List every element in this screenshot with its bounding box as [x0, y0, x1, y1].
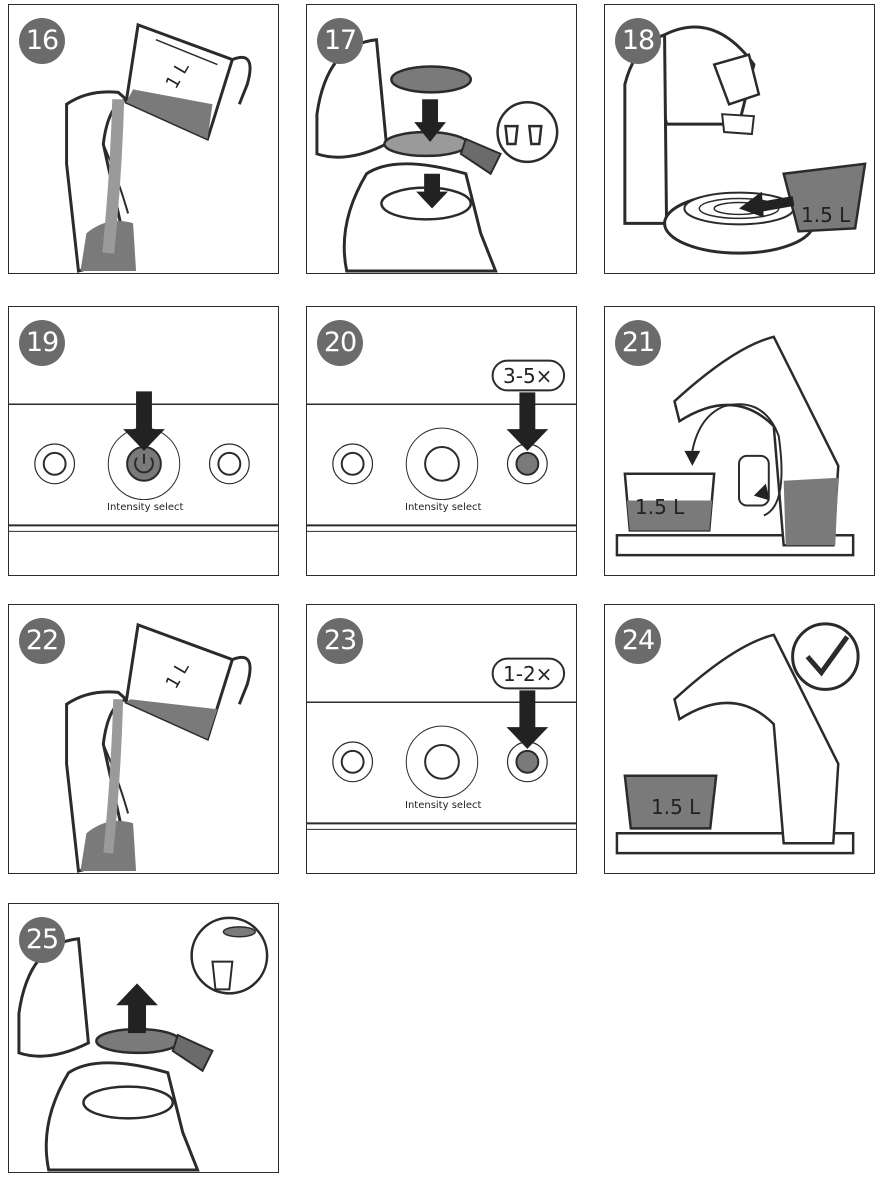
step-number-badge: 17 — [317, 18, 363, 64]
panel-step-24: 24 1.5 L — [604, 604, 875, 874]
pour-water-illustration — [65, 622, 252, 873]
repeat-count-label: 1-2× — [503, 662, 553, 686]
container-volume-label: 1.5 L — [635, 495, 685, 519]
pour-water-illustration — [65, 22, 252, 273]
panel-step-17: 17 — [306, 4, 577, 274]
container-volume-label: 1.5 L — [651, 795, 701, 819]
panel-step-20: 20 3-5× Intensity select — [306, 306, 577, 576]
intensity-select-label: Intensity select — [405, 800, 482, 811]
repeat-count-label: 3-5× — [503, 364, 553, 388]
step-number-badge: 22 — [19, 618, 65, 664]
step-number-badge: 18 — [615, 18, 661, 64]
step-number-badge: 19 — [19, 320, 65, 366]
step-number-badge: 16 — [19, 18, 65, 64]
panel-step-18: 18 1.5 L — [604, 4, 875, 274]
step-number-badge: 21 — [615, 320, 661, 366]
intensity-select-label: Intensity select — [405, 502, 482, 513]
panel-step-25: 25 — [8, 903, 279, 1173]
step-number-badge: 24 — [615, 618, 661, 664]
step-number-badge: 25 — [19, 917, 65, 963]
step-number-badge: 20 — [317, 320, 363, 366]
insert-pod-illustration — [315, 38, 559, 273]
control-panel-illustration — [9, 391, 278, 532]
container-volume-label: 1.5 L — [801, 203, 851, 227]
control-panel-illustration — [307, 657, 576, 830]
panel-step-16: 16 1 L — [8, 4, 279, 274]
remove-pod-illustration — [17, 916, 269, 1172]
place-container-illustration — [623, 25, 867, 255]
control-panel-illustration — [307, 359, 576, 532]
descaling-cycle-illustration — [615, 335, 855, 557]
descaling-done-illustration — [615, 622, 860, 855]
panel-step-21: 21 1.5 L — [604, 306, 875, 576]
intensity-select-label: Intensity select — [107, 502, 184, 513]
panel-step-19: 19 Intensity select — [8, 306, 279, 576]
panel-step-22: 22 1 L — [8, 604, 279, 874]
step-number-badge: 23 — [317, 618, 363, 664]
panel-step-23: 23 1-2× Intensity select — [306, 604, 577, 874]
